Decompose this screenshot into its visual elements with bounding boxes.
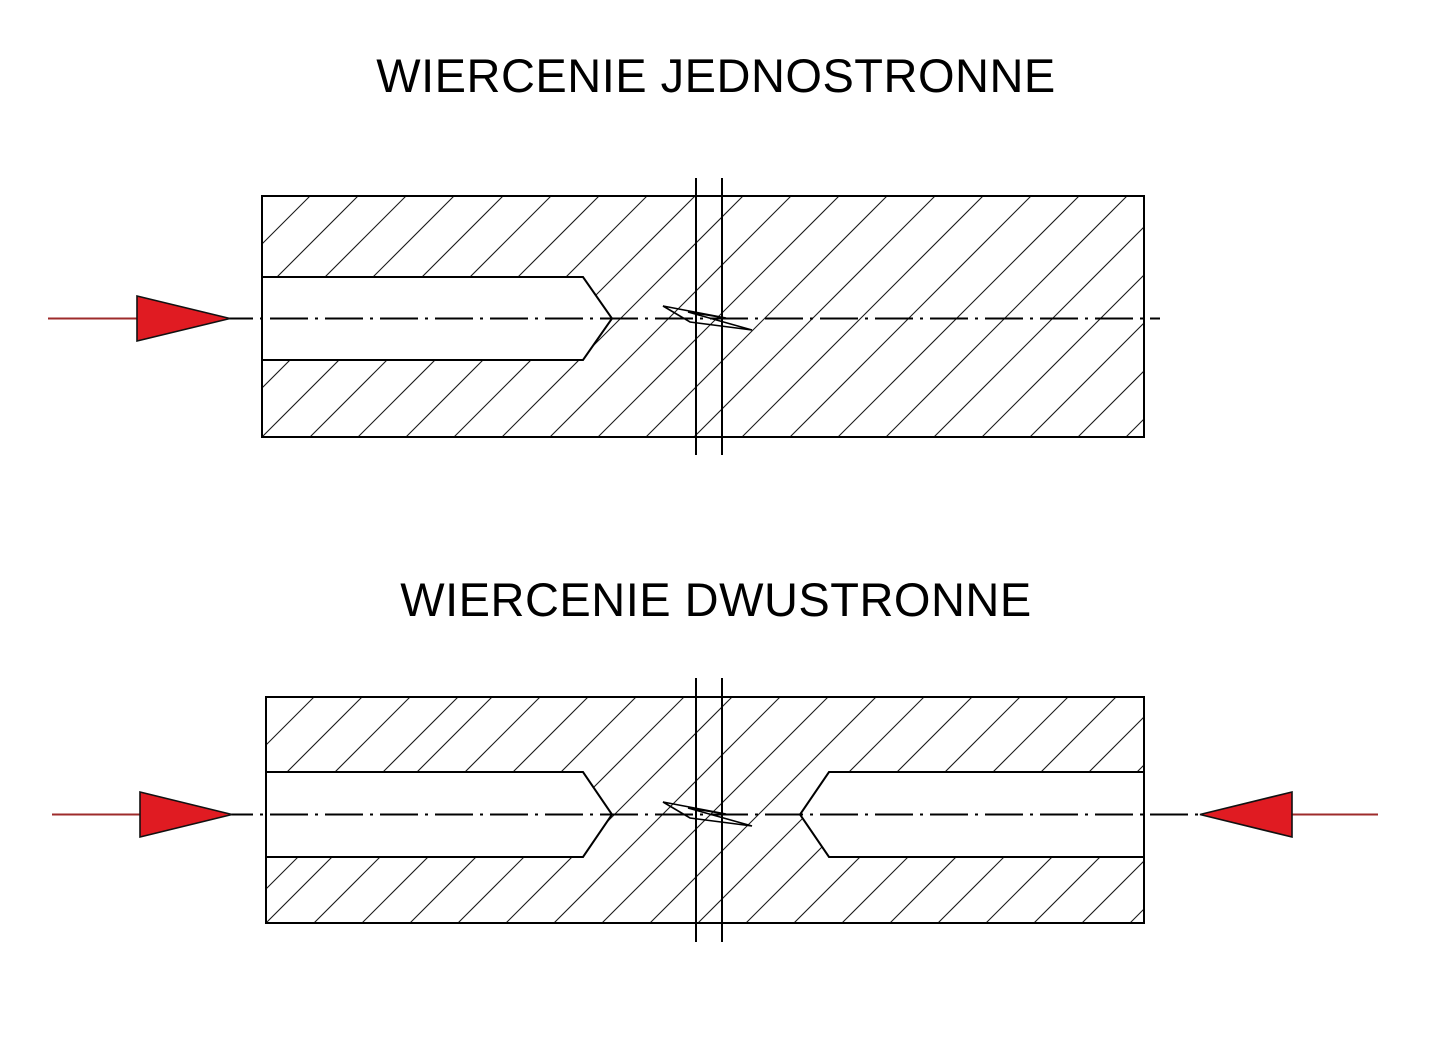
workpiece-outline <box>261 195 1145 438</box>
arrow-head-right <box>136 294 231 343</box>
figure-title-two: WIERCENIE DWUSTRONNE <box>400 573 1032 626</box>
feed-arrow-right <box>1199 790 1378 839</box>
one-sided-drilling-svg <box>48 178 1160 455</box>
section-hatching <box>261 195 1145 438</box>
feed-arrow-left <box>52 790 233 839</box>
figure-two-drawing <box>0 650 1432 990</box>
figure-one-drawing <box>0 150 1432 490</box>
arrow-head-right <box>139 790 233 839</box>
figure-title-one: WIERCENIE JEDNOSTRONNE <box>376 49 1056 102</box>
workpiece-outline <box>265 696 1145 924</box>
feed-arrow-left <box>48 294 231 343</box>
two-sided-drilling-svg <box>52 678 1378 942</box>
arrow-head-left <box>1199 790 1293 839</box>
